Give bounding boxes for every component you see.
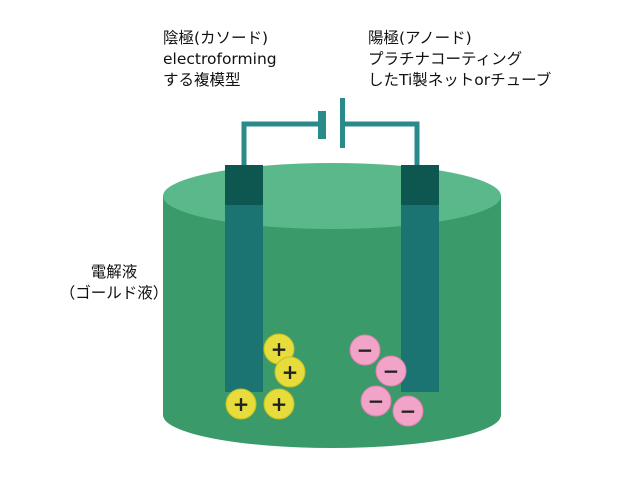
anode-electrode [401, 176, 439, 392]
negative-ion: − [360, 385, 392, 417]
cathode-label-line-2: electroforming [163, 50, 277, 68]
svg-text:−: − [383, 359, 400, 383]
svg-text:+: + [233, 392, 250, 416]
cathode-electrode-cap [225, 165, 263, 205]
svg-text:+: + [271, 337, 288, 361]
svg-text:−: − [368, 389, 385, 413]
positive-ion: + [263, 333, 295, 365]
positive-ion: + [274, 356, 306, 388]
cathode-wire [241, 121, 318, 168]
battery-long-plate [340, 98, 345, 148]
svg-text:−: − [400, 399, 417, 423]
anode-wire [345, 121, 420, 168]
cathode-label-line-3: する複模型 [163, 71, 241, 89]
anode-label-line-2: プラチナコーティング [368, 50, 523, 68]
svg-text:+: + [271, 392, 288, 416]
svg-text:+: + [282, 360, 299, 384]
cathode-label-line-1: 陰極(カソード) [163, 29, 269, 47]
cathode-electrode [225, 176, 263, 392]
negative-ion: − [375, 355, 407, 387]
anode-label-line-3: したTi製ネットorチューブ [368, 71, 552, 89]
negative-ion: − [349, 334, 381, 366]
electrolyte-label-line-1: 電解液 [90, 263, 138, 281]
positive-ion: + [225, 388, 257, 420]
tank-body [163, 196, 501, 448]
svg-text:−: − [357, 338, 374, 362]
electrolyte-label: 電解液 （ゴールド液） [34, 262, 194, 304]
anode-label-line-1: 陽極(アノード) [368, 29, 472, 47]
negative-ion: − [392, 395, 424, 427]
battery-short-plate [318, 111, 326, 139]
anode-label: 陽極(アノード) プラチナコーティング したTi製ネットorチューブ [368, 28, 551, 91]
tank-top-surface [163, 163, 501, 229]
electrolyte-label-line-2: （ゴールド液） [59, 284, 169, 302]
positive-ion: + [263, 388, 295, 420]
anode-electrode-cap [401, 165, 439, 205]
cathode-label: 陰極(カソード) electroforming する複模型 [163, 28, 277, 91]
